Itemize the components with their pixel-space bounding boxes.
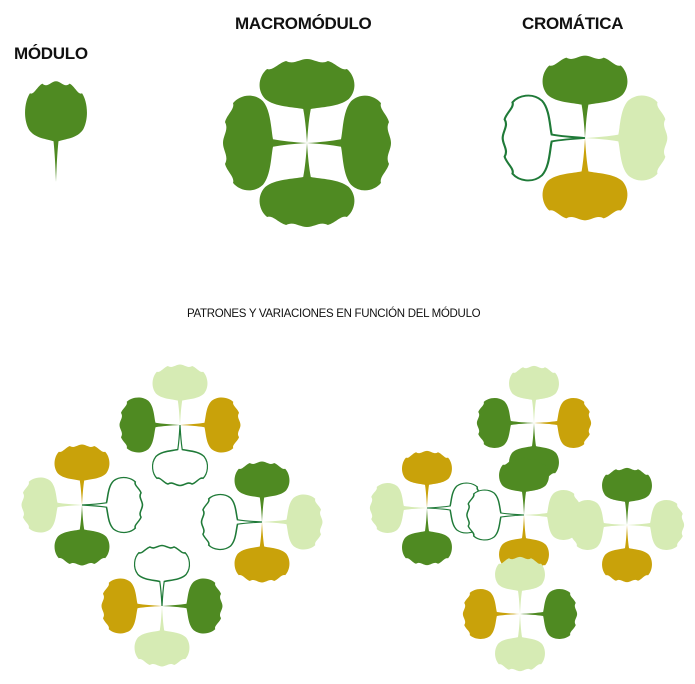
chromatic-group bbox=[501, 55, 668, 221]
pattern-right bbox=[369, 365, 685, 672]
macromodule-group bbox=[223, 59, 391, 227]
macromodulo-title: MACROMÓDULO bbox=[235, 14, 372, 33]
single-module-leaf bbox=[25, 81, 87, 182]
patterns-section-title: PATRONES Y VARIACIONES EN FUNCIÓN DEL MÓ… bbox=[187, 308, 481, 320]
pattern-left bbox=[21, 364, 323, 667]
cromatica-title: CROMÁTICA bbox=[522, 14, 624, 33]
modulo-title: MÓDULO bbox=[14, 44, 88, 63]
